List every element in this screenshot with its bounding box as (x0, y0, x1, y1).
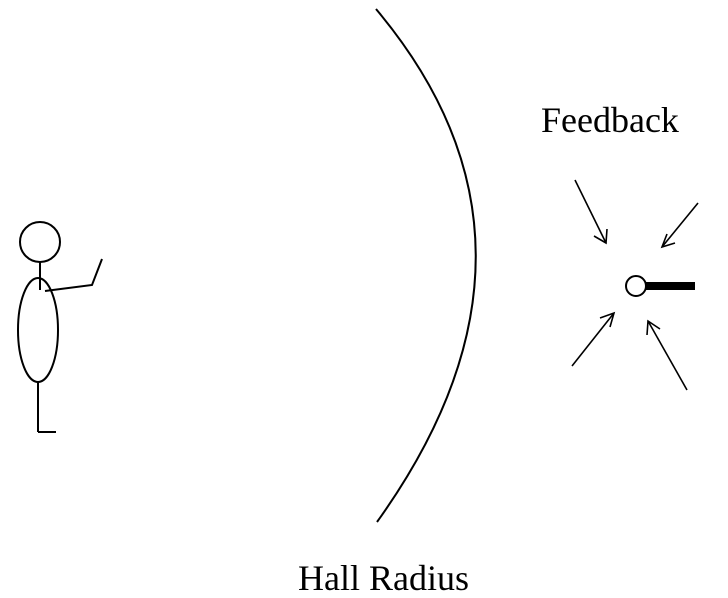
stick-figure (18, 222, 102, 432)
hall-radius-arc (376, 9, 476, 522)
figure-body (18, 278, 58, 382)
arrow-icon (572, 313, 614, 366)
arrow-icon (662, 203, 698, 247)
arrow-icon (647, 321, 687, 390)
hall-radius-label: Hall Radius (298, 560, 469, 596)
feedback-label: Feedback (541, 102, 679, 138)
microphone-icon (626, 276, 695, 296)
figure-head (20, 222, 60, 262)
figure-arm (45, 259, 102, 291)
arrow-icon (575, 180, 607, 243)
microphone-head (626, 276, 646, 296)
